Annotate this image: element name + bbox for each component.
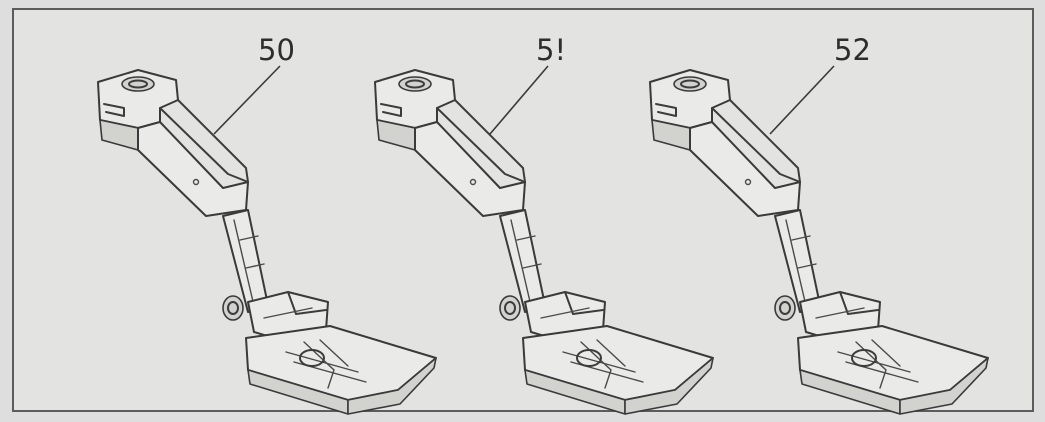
callout-leader-51: [489, 65, 549, 135]
presser-foot-50: 50: [97, 33, 437, 415]
callout-leader-52: [769, 65, 835, 135]
callout-leader-50: [213, 65, 281, 135]
callout-label-52: 52: [834, 33, 871, 67]
callout-label-50: 50: [258, 33, 295, 67]
callout-label-51: 5!: [536, 33, 566, 67]
presser-foot-51: 5!: [374, 33, 714, 415]
presser-foot-52: 52: [649, 33, 989, 415]
